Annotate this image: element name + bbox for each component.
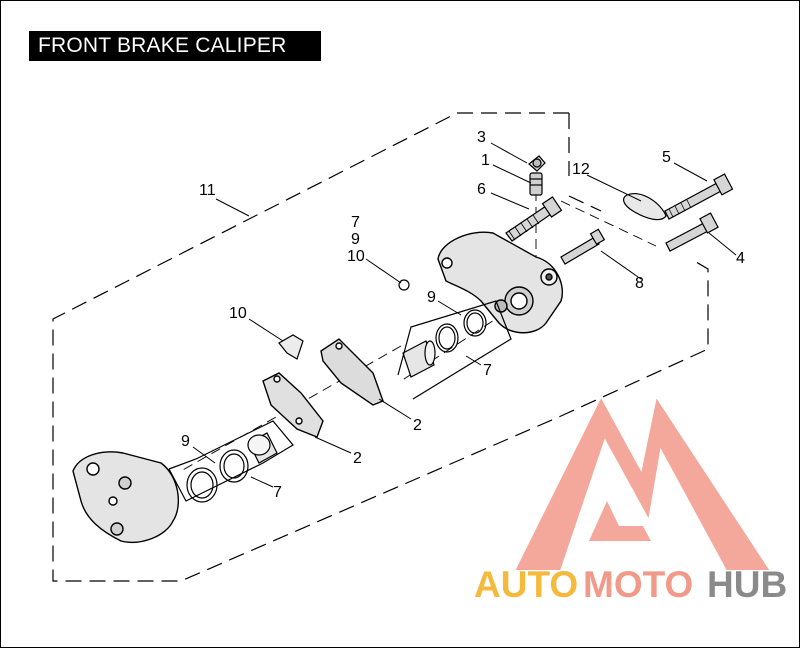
callout-5: 5 <box>662 149 671 166</box>
bleeder-screw-part <box>529 172 543 196</box>
caliper-cover-part <box>623 193 667 221</box>
bleeder-cap-part <box>528 155 546 172</box>
callout-9-top: 9 <box>351 231 360 248</box>
upper-piston-seals-part <box>397 300 512 400</box>
callout-2-lower: 2 <box>353 450 362 467</box>
assembly-boundary <box>52 112 709 582</box>
callout-9-mid: 9 <box>427 289 436 306</box>
pad-spring-clip-part <box>278 334 304 360</box>
callout-3: 3 <box>477 129 486 146</box>
callout-12: 12 <box>572 161 590 178</box>
callout-7-mid: 7 <box>483 362 492 379</box>
callout-1: 1 <box>481 152 490 169</box>
callout-10-mid: 10 <box>229 305 247 322</box>
mounting-bolt-upper-part <box>505 196 563 242</box>
lower-piston-seals-part <box>168 420 294 503</box>
callout-8: 8 <box>635 275 644 292</box>
watermark-brand-auto: AUTO <box>474 564 578 605</box>
callout-10-top: 10 <box>347 248 365 265</box>
brake-pad-inner-part <box>262 372 324 438</box>
pad-pin-part <box>560 228 606 265</box>
watermark-brand-moto: MOTO <box>583 564 693 605</box>
brake-pad-outer-part <box>320 338 384 406</box>
diagram-title: FRONT BRAKE CALIPER <box>29 31 321 61</box>
watermark-logo <box>512 393 773 572</box>
callout-11: 11 <box>199 182 216 199</box>
caliper-rear-body-part <box>437 231 563 334</box>
mounting-bolt-5-part <box>664 173 734 220</box>
caliper-front-body-part <box>72 451 180 543</box>
callout-2-upper: 2 <box>413 417 422 434</box>
callout-labels: 11 3 1 6 12 5 7 9 10 4 8 9 7 10 2 2 9 7 <box>181 129 745 501</box>
small-washer-part <box>398 279 410 291</box>
mounting-bolt-4-part <box>665 212 719 252</box>
callout-7-lower: 7 <box>273 484 282 501</box>
callout-4: 4 <box>736 250 745 267</box>
callout-leaders <box>192 142 737 488</box>
callout-9-lower: 9 <box>181 433 190 450</box>
callout-7-top: 7 <box>351 214 360 231</box>
watermark-brand-hub: HUB <box>707 564 787 605</box>
callout-6: 6 <box>477 181 486 198</box>
